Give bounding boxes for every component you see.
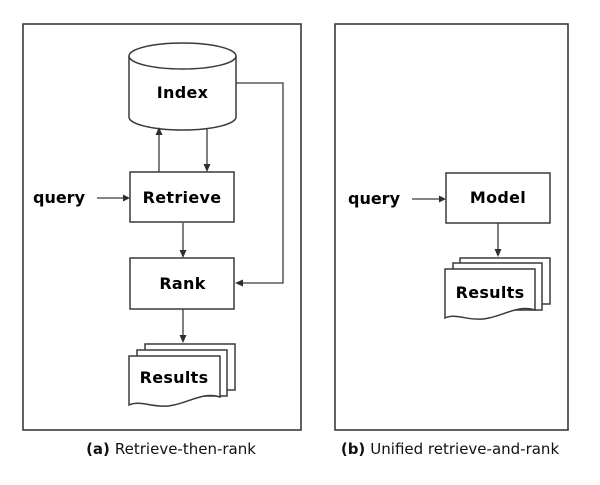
results-stack-b xyxy=(444,257,551,320)
query-to-retrieve-arrowhead-icon xyxy=(123,194,130,202)
rank-to-results-arrowhead-icon xyxy=(179,335,187,343)
caption-a-text: Retrieve-then-rank xyxy=(115,440,256,458)
panel-a xyxy=(22,23,302,431)
caption-b: (b) Unified retrieve-and-rank xyxy=(341,440,560,458)
index-cylinder-body xyxy=(128,56,237,131)
query-label-b: query xyxy=(348,189,401,208)
results-page-front xyxy=(444,268,536,320)
query-label-a: query xyxy=(33,188,86,207)
model-to-results-arrowhead-icon xyxy=(494,249,502,257)
feedback-arrowhead-icon xyxy=(235,279,243,287)
caption-b-index: (b) xyxy=(341,440,365,458)
retrieve-box xyxy=(129,171,235,223)
results-label-b: Results xyxy=(456,283,525,302)
index-to-rank-feedback-line xyxy=(236,82,284,284)
results-page-front xyxy=(128,355,221,407)
panel-a-border xyxy=(22,23,302,431)
caption-a-index: (a) xyxy=(86,440,110,458)
index-to-retrieve-arrowhead-icon xyxy=(203,164,211,172)
caption-a: (a) Retrieve-then-rank xyxy=(86,440,256,458)
panel-b-border xyxy=(334,23,569,431)
model-label: Model xyxy=(470,188,526,207)
rank-label: Rank xyxy=(159,274,205,293)
results-stack-a xyxy=(128,343,236,407)
index-label: Index xyxy=(157,83,209,102)
index-cylinder xyxy=(128,42,237,131)
retrieve-label: Retrieve xyxy=(143,188,222,207)
rank-box xyxy=(129,257,235,310)
results-label-a: Results xyxy=(140,368,209,387)
model-box xyxy=(445,172,551,224)
caption-b-text: Unified retrieve-and-rank xyxy=(370,440,559,458)
index-cylinder-top xyxy=(128,42,237,70)
retrieve-to-rank-arrowhead-icon xyxy=(179,250,187,258)
retrieve-to-index-arrowhead-icon xyxy=(155,127,163,135)
query-to-model-arrowhead-icon xyxy=(439,195,446,203)
panel-b xyxy=(334,23,569,431)
